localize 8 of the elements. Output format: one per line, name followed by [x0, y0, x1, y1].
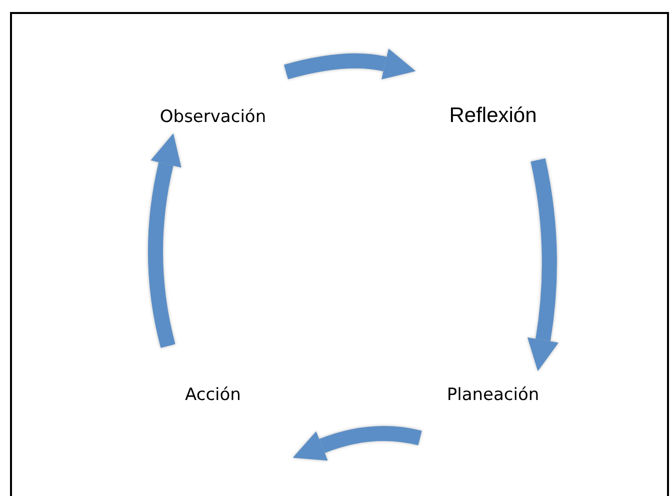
stage-label: Planeación — [420, 340, 566, 440]
stage-label: Reflexión — [385, 55, 601, 160]
curved-arrow — [292, 426, 422, 461]
curved-arrow — [284, 48, 416, 80]
curved-arrow — [527, 158, 559, 372]
stage-label: Acción — [104, 346, 322, 455]
curved-arrow — [148, 133, 182, 348]
stage-label: Observación — [140, 60, 286, 164]
